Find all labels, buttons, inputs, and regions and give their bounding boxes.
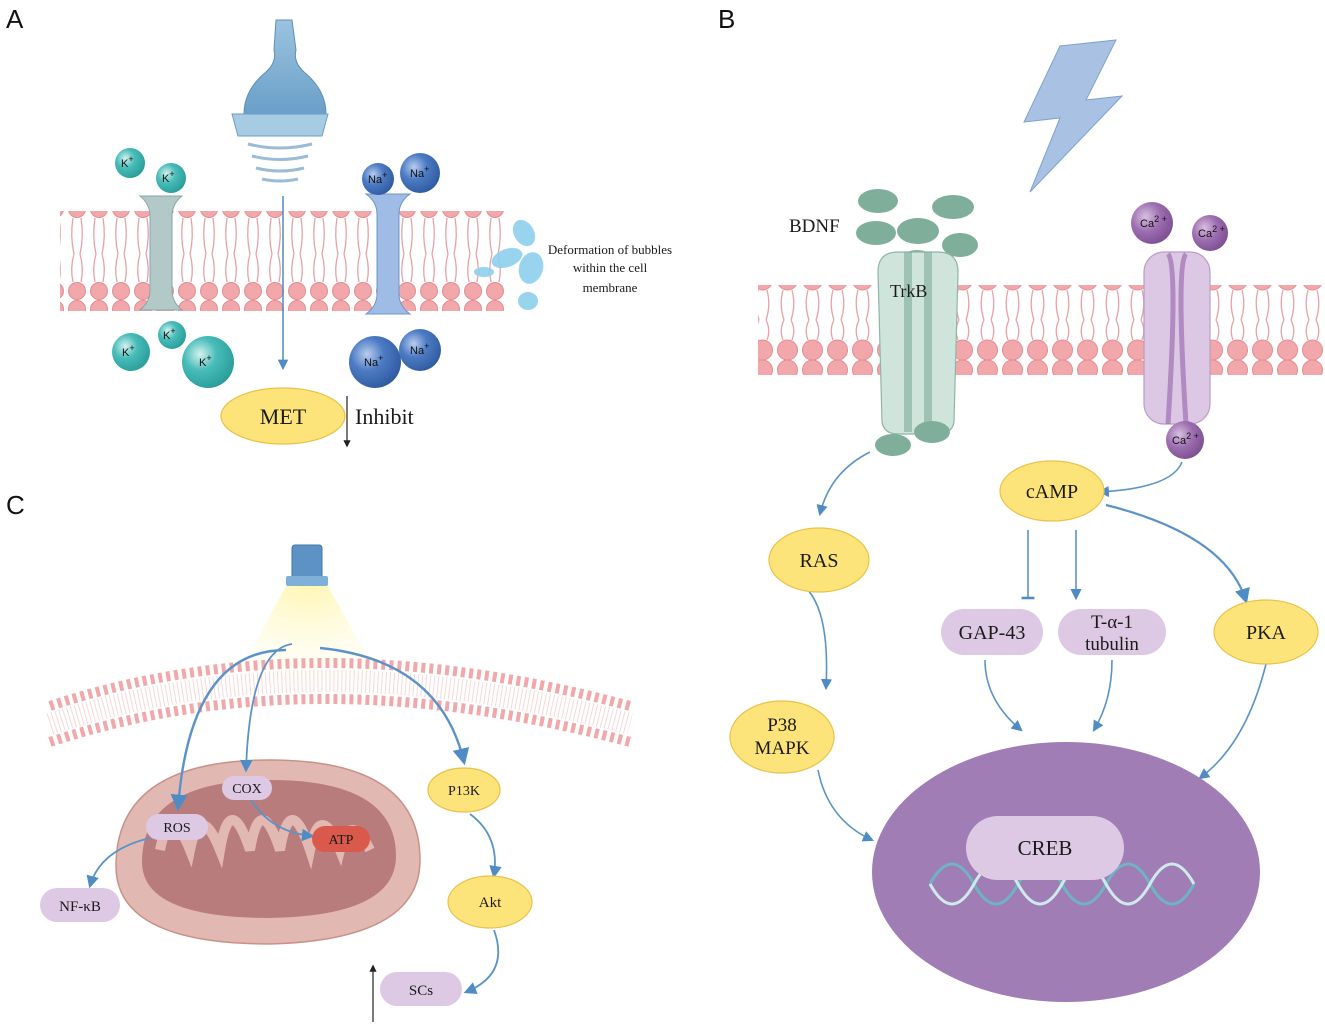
- ros-label: ROS: [163, 821, 190, 836]
- gap43-label: GAP-43: [959, 622, 1026, 644]
- k-channel: [138, 195, 184, 311]
- light-probe-icon: [230, 544, 386, 700]
- panel-b-letter: B: [718, 4, 735, 34]
- na-channel: [364, 193, 412, 315]
- svg-text:K+: K+: [162, 169, 175, 185]
- ras-label: RAS: [800, 550, 839, 572]
- akt-node: [447, 875, 533, 929]
- lightning-icon: [1023, 39, 1124, 193]
- membrane-b: [758, 285, 1325, 375]
- svg-text:K+: K+: [199, 353, 212, 369]
- tubulin-label-1: T-α-1: [1091, 612, 1133, 633]
- camp-node: [999, 460, 1105, 522]
- p38-node: [729, 700, 835, 774]
- svg-text:Ca2 +: Ca2 +: [1198, 224, 1225, 240]
- panel-c-letter: C: [6, 490, 25, 520]
- membrane-a: [60, 211, 508, 311]
- pka-label: PKA: [1246, 622, 1287, 644]
- panel-a: A K+ K+ K+ K+ K+ Na+: [6, 4, 672, 448]
- svg-text:membrane: membrane: [583, 280, 638, 295]
- camp-label: cAMP: [1026, 481, 1078, 503]
- svg-text:K+: K+: [122, 343, 135, 359]
- nfkb-node: [40, 888, 120, 922]
- bdnf-molecules: [856, 189, 978, 270]
- ras-node: [768, 527, 870, 593]
- tubulin-label-2: tubulin: [1085, 634, 1139, 655]
- panel-a-letter: A: [6, 4, 24, 34]
- bdnf-label: BDNF: [789, 216, 840, 237]
- p13k-node: [427, 767, 501, 813]
- panel-c-arrows: [86, 643, 502, 995]
- ca-channel: [1143, 251, 1211, 425]
- cox-node: [222, 776, 272, 800]
- nfkb-label: NF-κB: [59, 899, 101, 915]
- bubble-note: Deformation of bubbles within the cell m…: [548, 242, 672, 295]
- ultrasound-transducer-icon: [231, 19, 329, 183]
- svg-text:Ca2 +: Ca2 +: [1172, 431, 1199, 447]
- ros-node: [146, 814, 208, 840]
- creb-node: [966, 816, 1124, 880]
- svg-text:K+: K+: [121, 154, 134, 170]
- ca-ion-group: Ca2 + Ca2 + Ca2 +: [1131, 202, 1228, 459]
- k-ion-group: K+ K+ K+ K+ K+: [112, 148, 234, 388]
- met-node: [220, 387, 346, 445]
- pka-node: [1213, 599, 1319, 665]
- na-ion-group: Na+ Na+ Na+ Na+: [349, 153, 441, 388]
- svg-text:K+: K+: [163, 326, 176, 342]
- svg-text:Na+: Na+: [364, 353, 383, 369]
- trkb-label: TrkB: [890, 281, 927, 301]
- panel-c: C COX: [6, 490, 633, 1022]
- svg-text:within the cell: within the cell: [573, 260, 648, 275]
- svg-text:Na+: Na+: [410, 341, 429, 357]
- creb-label: CREB: [1018, 836, 1073, 860]
- p38-label-1: P38: [767, 715, 797, 736]
- mitochondrion: [115, 759, 421, 945]
- scs-node: [380, 972, 462, 1006]
- atp-node: [312, 826, 370, 852]
- cox-label: COX: [232, 782, 262, 797]
- atp-label: ATP: [329, 833, 354, 848]
- svg-text:Na+: Na+: [368, 170, 387, 186]
- gap43-node: [941, 609, 1043, 655]
- dna-helix-icon: [928, 862, 1196, 906]
- panel-b-arrows: [805, 451, 1267, 842]
- membrane-c: [46, 658, 633, 747]
- akt-label: Akt: [479, 895, 502, 911]
- inhibit-label: Inhibit: [355, 404, 414, 429]
- svg-text:Na+: Na+: [410, 164, 429, 180]
- trkb-receptor: [875, 251, 959, 456]
- scs-label: SCs: [409, 983, 433, 999]
- met-label: MET: [260, 404, 307, 429]
- p13k-label: P13K: [448, 784, 480, 799]
- tubulin-node: [1058, 609, 1166, 655]
- bubbles-icon: [474, 219, 544, 310]
- svg-text:Ca2 +: Ca2 +: [1140, 214, 1167, 230]
- svg-text:Deformation of bubbles: Deformation of bubbles: [548, 242, 672, 257]
- panel-b: B BDNF TrkB Ca2 +: [718, 4, 1325, 1002]
- p38-label-2: MAPK: [755, 738, 810, 759]
